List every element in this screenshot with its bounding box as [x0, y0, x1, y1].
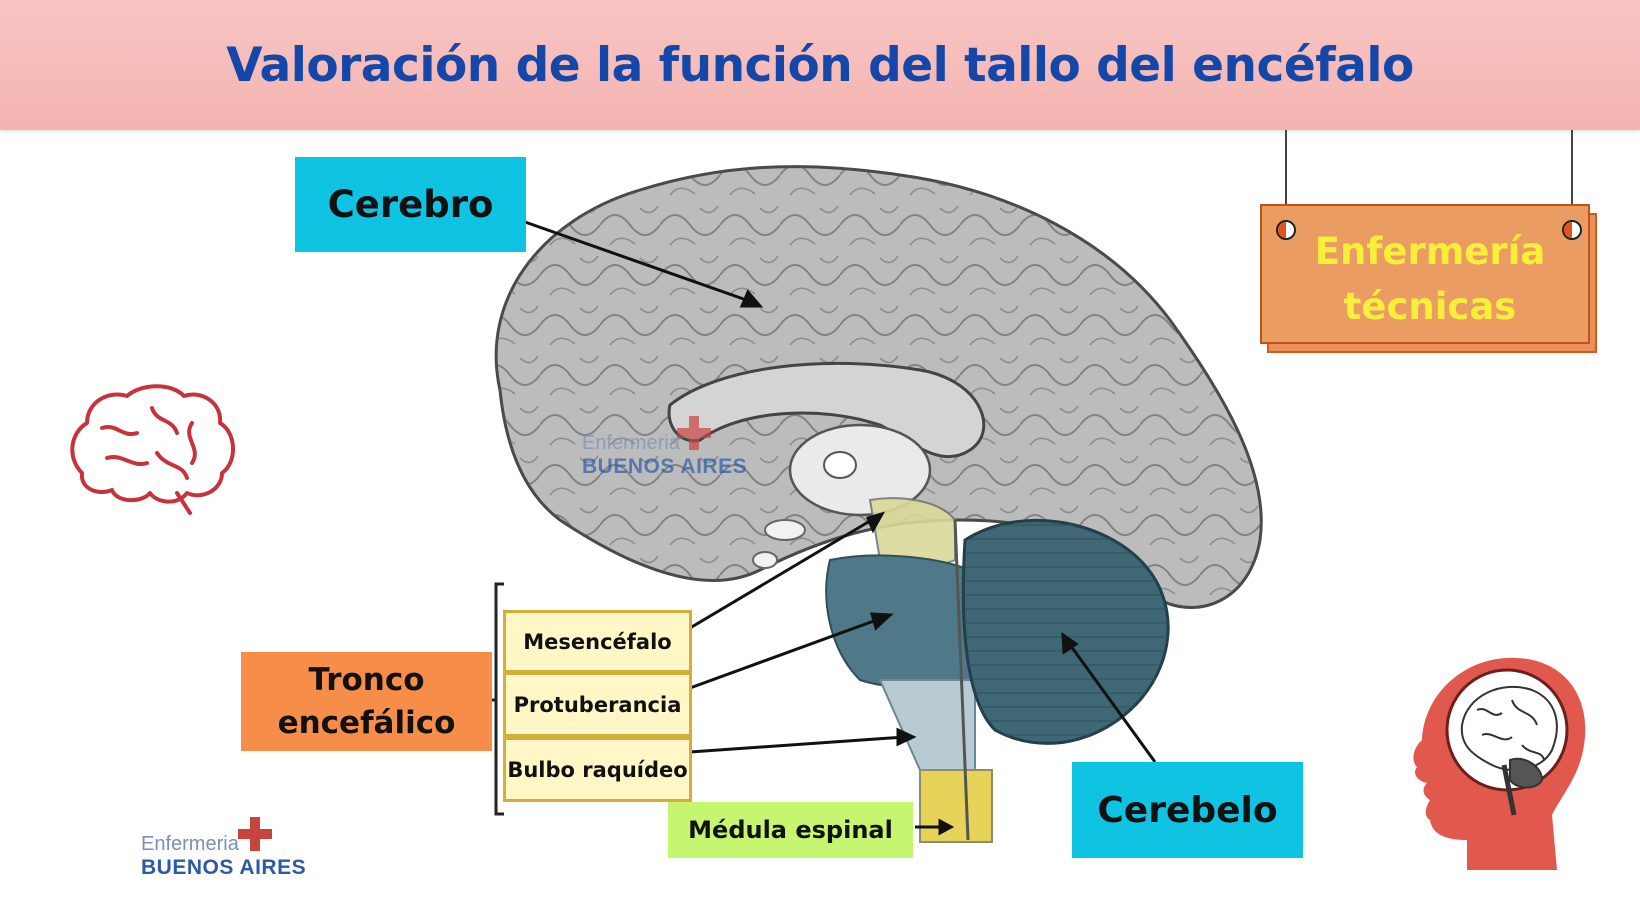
label-protuberancia: Protuberancia [503, 672, 692, 737]
label-mesencefalo-text: Mesencéfalo [523, 629, 672, 654]
head-profile-icon [1413, 657, 1586, 870]
label-bulbo-text: Bulbo raquídeo [507, 757, 688, 782]
label-tronco: Tronco encefálico [241, 652, 492, 751]
sign-pin-left-icon [1276, 220, 1296, 240]
title-banner: Valoración de la función del tallo del e… [0, 0, 1640, 130]
label-mesencefalo: Mesencéfalo [503, 610, 692, 673]
sign-rope-left [1285, 130, 1287, 224]
sign-text: Enfermería técnicas [1280, 224, 1580, 334]
footer-logo-line1: Enfermeria [141, 833, 239, 855]
medical-cross-icon [238, 817, 272, 851]
label-cerebelo: Cerebelo [1072, 762, 1303, 858]
pons [825, 554, 977, 689]
label-cerebelo-text: Cerebelo [1097, 789, 1278, 831]
watermark-logo: Enfermeria BUENOS AIRES [582, 416, 748, 479]
footer-logo: Enfermeria BUENOS AIRES [141, 817, 307, 880]
watermark-line2: BUENOS AIRES [582, 455, 748, 478]
sign-line1: Enfermería [1314, 230, 1546, 273]
label-tronco-text: Tronco encefálico [277, 661, 456, 741]
footer-logo-line2: BUENOS AIRES [141, 856, 307, 879]
label-cerebro: Cerebro [295, 157, 526, 252]
watermark-line1: Enfermeria [582, 432, 680, 454]
label-protuberancia-text: Protuberancia [513, 692, 682, 717]
thalamus [788, 423, 932, 517]
label-medula-text: Médula espinal [688, 816, 893, 844]
sign-line2: técnicas [1343, 285, 1517, 328]
brain-outline-icon [70, 384, 235, 515]
sign-pin-right-icon [1562, 220, 1582, 240]
medical-cross-icon [677, 416, 711, 450]
hanging-sign: Enfermería técnicas [1260, 204, 1597, 353]
label-bulbo: Bulbo raquídeo [503, 737, 692, 802]
spinal-cord-shape [919, 769, 993, 843]
slide-title: Valoración de la función del tallo del e… [226, 38, 1414, 93]
label-medula: Médula espinal [668, 802, 913, 858]
sign-rope-right [1571, 130, 1573, 224]
label-cerebro-text: Cerebro [327, 183, 494, 226]
